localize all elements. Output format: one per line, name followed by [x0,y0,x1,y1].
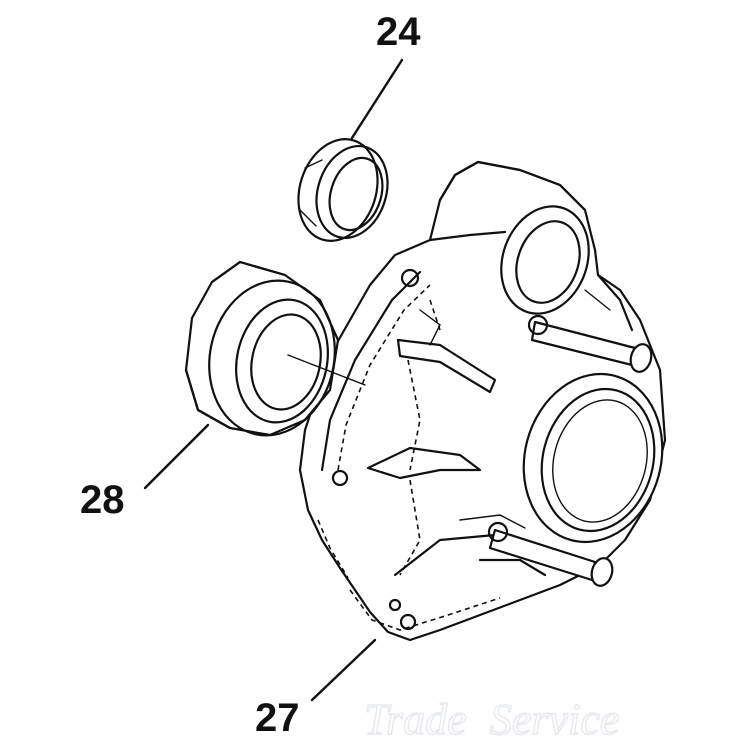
watermark-brand-a: Trade [364,695,467,744]
callout-27-label: 27 [255,696,300,740]
part-28-bearing [184,260,366,437]
trade-service-watermark: Trade Service [363,694,620,744]
watermark-brand-b: Service [490,695,619,744]
leader-27 [310,638,377,702]
part-24-seal [297,138,389,242]
part-27-housing [298,160,667,642]
callout-28-label: 28 [80,478,125,522]
leader-24 [350,58,404,140]
callout-24-label: 24 [376,10,421,54]
leader-28 [143,423,210,490]
